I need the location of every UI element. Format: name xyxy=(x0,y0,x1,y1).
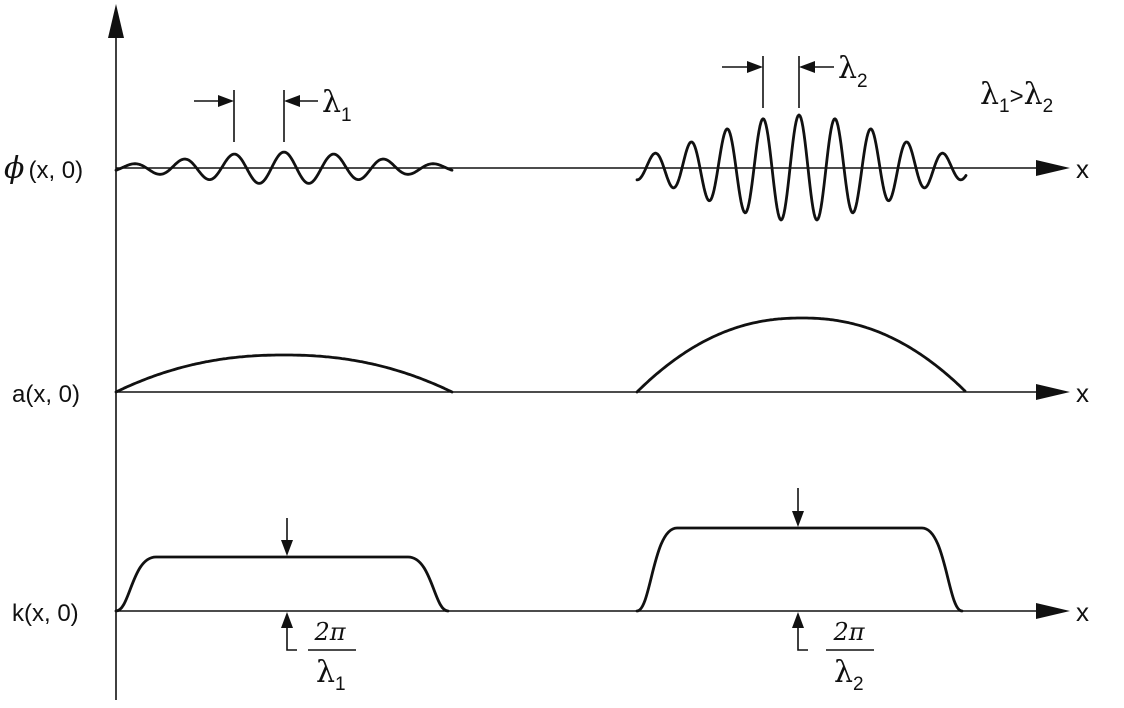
vertical-axis-arrowhead xyxy=(108,4,124,38)
k-level2-denominator: λ2 xyxy=(834,655,864,695)
phi-symbol: ϕ xyxy=(4,151,24,186)
phi-packet-2-curve xyxy=(635,113,968,222)
relation-left-symbol: λ xyxy=(980,77,999,112)
a-x-axis-arrowhead xyxy=(1036,384,1070,400)
lambda2-marker: λ2 xyxy=(722,51,868,108)
k-level1-marker: 2π λ1 xyxy=(281,518,356,695)
lambda2-arrow-right-head xyxy=(799,61,815,73)
k-level1-denominator: λ1 xyxy=(316,655,346,695)
a-packet-2-envelope xyxy=(635,316,967,394)
k-level1-denominator-symbol: λ xyxy=(316,655,335,690)
a-row-label: a(x, 0) xyxy=(12,381,80,408)
lambda2-label: λ2 xyxy=(838,51,868,92)
k-level1-bottom-arrow-head xyxy=(281,612,293,628)
k-level1-numerator: 2π xyxy=(313,618,346,646)
relation-operator: > xyxy=(1010,83,1024,110)
phi-args: (x, 0) xyxy=(28,157,83,184)
lambda1-marker: λ1 xyxy=(194,85,352,142)
lambda1-label: λ1 xyxy=(322,85,352,126)
lambda-relation: λ1>λ2 xyxy=(980,77,1053,117)
k-level1-top-arrow-head xyxy=(281,540,293,556)
lambda1-subscript: 1 xyxy=(341,105,352,126)
k-level2-bottom-arrow-shaft xyxy=(797,626,808,651)
relation-right-subscript: 2 xyxy=(1043,96,1054,117)
relation-left-subscript: 1 xyxy=(999,96,1010,117)
lambda1-symbol: λ xyxy=(322,85,341,120)
lambda1-arrow-right-head xyxy=(284,95,300,107)
phi-x-axis-arrowhead xyxy=(1036,160,1070,176)
phi-row-label: ϕ (x, 0) xyxy=(4,151,83,186)
k-level2-top-arrow-head xyxy=(792,511,804,527)
lambda2-symbol: λ xyxy=(838,51,857,86)
k-axis-x-label: x xyxy=(1076,597,1089,627)
k-level2-marker: 2π λ2 xyxy=(792,488,874,695)
k-row-label: k(x, 0) xyxy=(12,600,79,627)
phi-packet-1-curve xyxy=(114,150,454,185)
k-level2-numerator: 2π xyxy=(832,618,865,646)
phi-axis-x-label: x xyxy=(1076,154,1089,184)
lambda2-subscript: 2 xyxy=(857,71,868,92)
a-packet-1-envelope xyxy=(114,353,454,394)
a-axis-x-label: x xyxy=(1076,378,1089,408)
lambda1-arrow-left-head xyxy=(218,95,234,107)
k-packet-1-plateau xyxy=(114,555,450,613)
lambda2-arrow-left-head xyxy=(747,61,763,73)
k-level2-denominator-symbol: λ xyxy=(834,655,853,690)
relation-right-symbol: λ xyxy=(1024,77,1043,112)
k-packet-2-plateau xyxy=(635,526,964,613)
k-level2-denominator-subscript: 2 xyxy=(853,674,864,695)
k-level1-bottom-arrow-shaft xyxy=(286,626,297,651)
k-level1-denominator-subscript: 1 xyxy=(335,674,346,695)
k-level2-bottom-arrow-head xyxy=(792,612,804,628)
k-x-axis-arrowhead xyxy=(1036,603,1070,619)
